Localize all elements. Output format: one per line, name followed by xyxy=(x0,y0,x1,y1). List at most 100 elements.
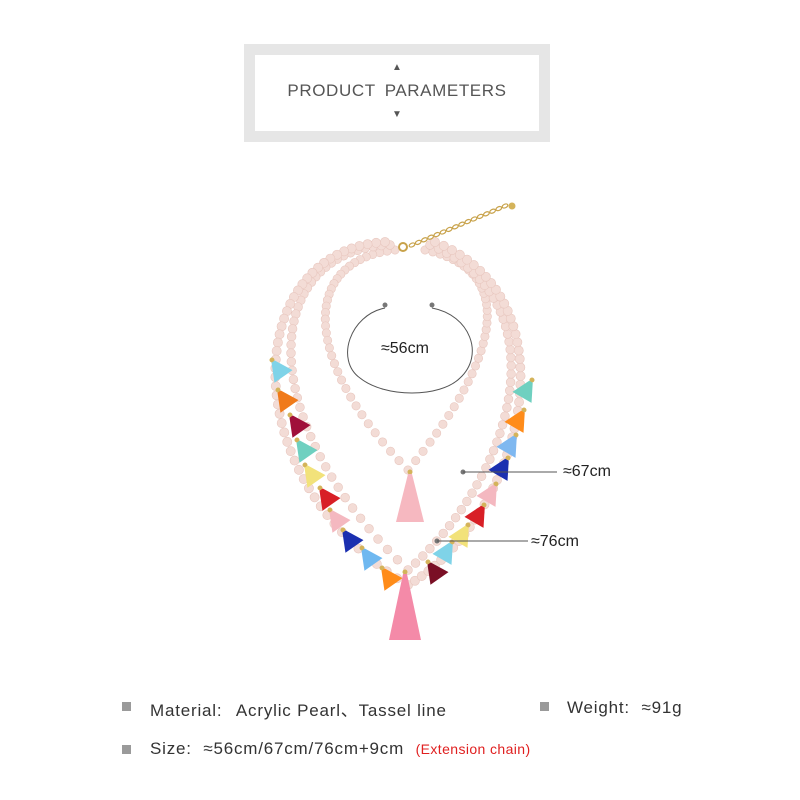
bead xyxy=(454,249,465,260)
tassel xyxy=(294,437,318,463)
bead xyxy=(488,445,499,456)
bead xyxy=(418,446,428,456)
bead-strands xyxy=(270,237,526,590)
bead xyxy=(513,345,524,356)
weight-value: ≈91g xyxy=(641,698,683,717)
bead xyxy=(285,446,296,457)
bullet-icon xyxy=(122,745,131,754)
bead xyxy=(272,337,283,348)
bullet-icon xyxy=(122,702,131,711)
bead xyxy=(454,393,464,403)
bead xyxy=(463,377,473,387)
bead xyxy=(286,332,297,342)
chain-link xyxy=(470,216,478,222)
bead xyxy=(382,544,393,555)
bead xyxy=(515,371,526,381)
inner-dot-left xyxy=(382,302,388,308)
tassel-fringe xyxy=(361,548,383,571)
bead xyxy=(462,496,472,507)
bead xyxy=(474,353,484,363)
bead xyxy=(346,392,356,402)
bead xyxy=(468,260,479,270)
bead xyxy=(276,418,287,428)
tassel-fringe xyxy=(289,415,311,438)
bead xyxy=(481,463,491,473)
bead xyxy=(274,329,285,340)
chain-end-bead xyxy=(508,202,516,210)
bead xyxy=(378,437,388,447)
tassel xyxy=(340,527,364,553)
bead xyxy=(363,419,373,429)
bead xyxy=(475,265,485,276)
tassel-cap xyxy=(294,437,300,443)
bead xyxy=(430,237,440,247)
bead xyxy=(447,245,457,255)
chain-link xyxy=(445,226,453,233)
chain-link xyxy=(476,213,484,220)
tassel-cap xyxy=(407,469,413,475)
bead xyxy=(271,346,282,356)
tassel xyxy=(512,377,535,403)
bead xyxy=(410,575,420,586)
bead xyxy=(459,385,469,395)
bead xyxy=(279,427,290,438)
bead xyxy=(492,437,502,447)
bead xyxy=(286,340,296,350)
tassel xyxy=(496,432,519,458)
bead xyxy=(411,456,421,466)
bead xyxy=(294,464,304,475)
inner-length-curve xyxy=(347,307,473,394)
spec-material: Material: Acrylic Pearl、Tassel line xyxy=(150,696,447,721)
bead xyxy=(503,394,514,404)
tassel xyxy=(317,485,341,511)
tassel-cap xyxy=(521,407,527,413)
bead xyxy=(514,353,525,364)
tassel xyxy=(359,545,383,571)
tassel-fringe xyxy=(427,562,449,585)
tassel-fringe xyxy=(464,505,485,528)
tassel-fringe xyxy=(432,542,453,565)
tassel xyxy=(302,462,326,488)
header-inner: ▲ PRODUCT PARAMETERS ▼ xyxy=(255,55,539,131)
middle-length-label: ≈67cm xyxy=(563,463,611,480)
tassel-cap xyxy=(505,455,511,461)
bead xyxy=(505,377,516,387)
bead xyxy=(506,360,516,371)
tassel-fringe xyxy=(277,390,299,413)
bead xyxy=(416,571,427,581)
bead xyxy=(512,337,523,348)
bead xyxy=(504,337,514,347)
tassel-cap xyxy=(302,462,308,468)
size-label: Size: xyxy=(150,739,192,758)
bead xyxy=(394,456,404,466)
bead xyxy=(286,356,297,367)
bead xyxy=(371,237,382,248)
bead xyxy=(364,524,374,534)
tassel-cap xyxy=(481,502,487,508)
tassel xyxy=(389,569,421,640)
tassel xyxy=(379,565,403,591)
bead xyxy=(500,411,510,421)
bead xyxy=(362,239,373,250)
bead xyxy=(506,352,516,363)
bead xyxy=(321,462,331,472)
tassel-fringe xyxy=(342,530,364,553)
bullet-icon xyxy=(540,702,549,711)
bead xyxy=(287,324,298,334)
chain-link xyxy=(420,237,428,243)
tassel-cap xyxy=(425,559,431,565)
bead xyxy=(456,504,467,515)
tassel-fringe xyxy=(329,510,351,533)
tassel-cap xyxy=(269,357,275,363)
bead xyxy=(295,402,305,413)
tassel-cap xyxy=(513,432,519,438)
bead xyxy=(449,402,459,412)
bead xyxy=(502,402,512,413)
bead xyxy=(329,359,339,369)
bead xyxy=(514,397,524,407)
bead xyxy=(357,410,367,420)
bead xyxy=(467,369,477,379)
chain-link xyxy=(495,205,503,212)
bead xyxy=(282,436,293,447)
bead xyxy=(505,385,515,396)
